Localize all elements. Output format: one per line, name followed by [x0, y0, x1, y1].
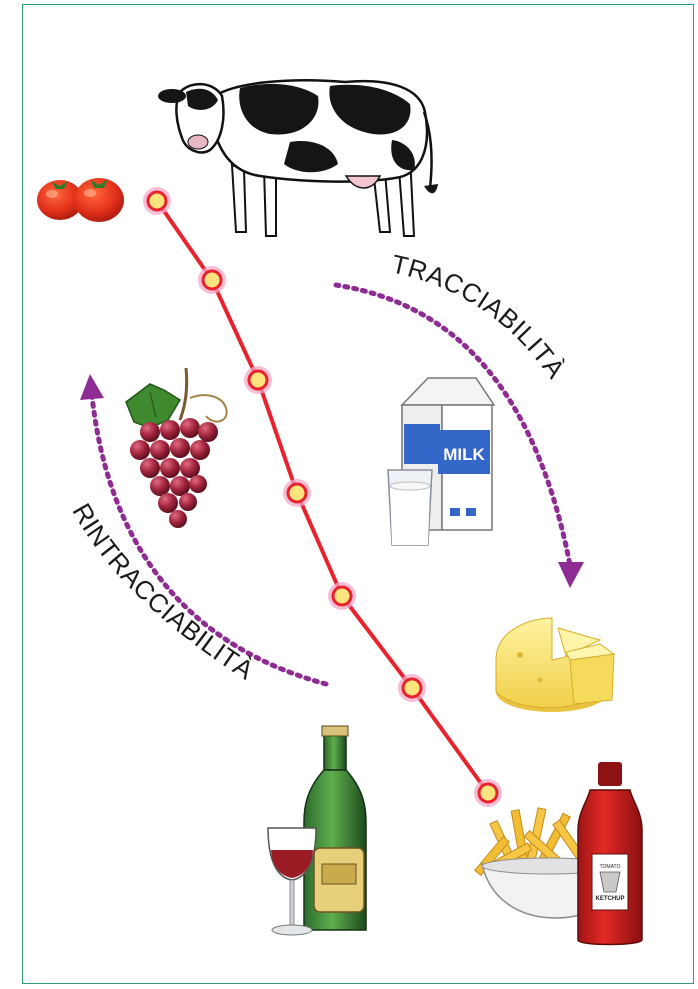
chain-node	[143, 187, 171, 215]
ketchup-label-bottom: KETCHUP	[595, 896, 624, 902]
tracciabilita-label-path: TRACCIABILITÀ	[389, 249, 572, 385]
wine-bottle-and-glass-icon	[268, 726, 366, 935]
milk-carton-label: MILK	[443, 445, 485, 464]
chain-node	[244, 366, 272, 394]
chain-node	[328, 582, 356, 610]
chain-node	[198, 266, 226, 294]
cheese-wheel-icon	[496, 618, 614, 712]
tracciabilita-label: TRACCIABILITÀ	[389, 249, 572, 385]
chain-node	[398, 674, 426, 702]
chain-node	[283, 479, 311, 507]
milk-carton-and-glass-icon: MILK	[388, 378, 494, 545]
rintracciabilita-label: RINTRACCIABILITÀ	[67, 498, 260, 686]
chain-node	[474, 779, 502, 807]
cow-icon	[158, 80, 438, 236]
rintracciabilita-label-path: RINTRACCIABILITÀ	[67, 498, 260, 686]
grapes-icon	[126, 368, 227, 528]
tomatoes-icon	[37, 178, 124, 222]
ketchup-label-top: TOMATO	[600, 864, 621, 870]
